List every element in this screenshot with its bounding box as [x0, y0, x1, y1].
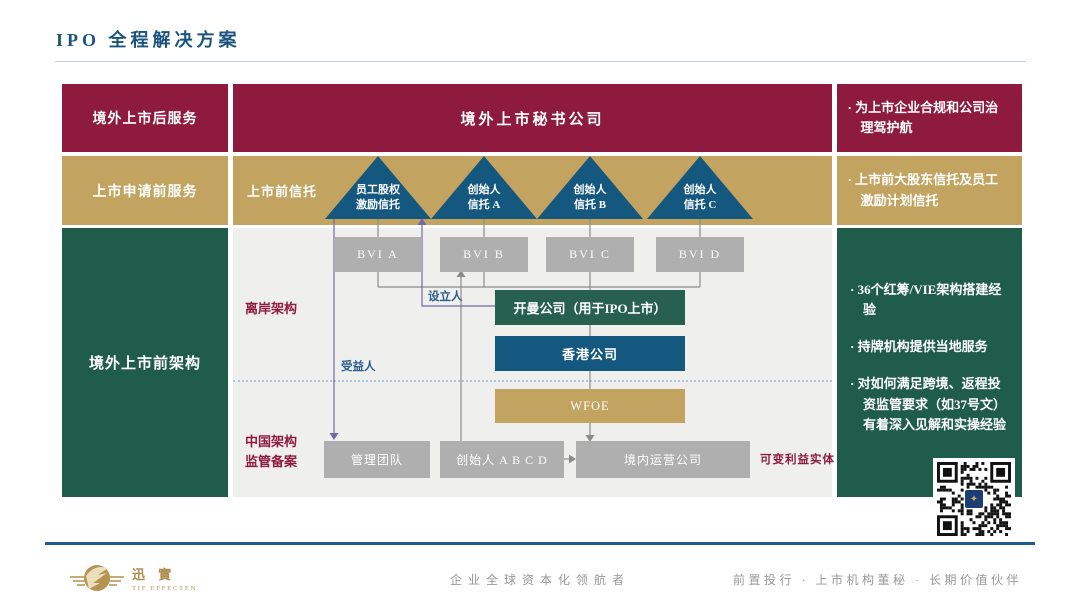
beneficiary-label: 受益人 [341, 361, 376, 373]
domestic-company-box: 境内运营公司 [576, 441, 750, 478]
notes-structure: · 36个红筹/VIE架构搭建经验 · 持牌机构提供当地服务 · 对如何满足跨境… [837, 228, 1022, 497]
secretary-banner-label: 境外上市秘书公司 [460, 111, 605, 128]
row-post-listing-services: 境外上市后服务 [62, 84, 228, 152]
note-post-listing: · 为上市企业合规和公司治理驾护航 [837, 84, 1022, 152]
bvi-b-box: BVI B [440, 237, 528, 272]
hongkong-box: 香港公司 [495, 336, 685, 371]
bvi-d-box: BVI D [656, 237, 744, 272]
china-filing-label: 中国架构 监管备案 [245, 432, 297, 471]
row-label: 上市申请前服务 [92, 184, 198, 200]
note-text: · 为上市企业合规和公司治理驾护航 [847, 99, 999, 135]
trust-band-label: 上市前信托 [247, 184, 318, 199]
triangle-label: 信托 C [683, 198, 717, 211]
row-pre-listing-structure: 境外上市前架构 [62, 228, 228, 497]
china-filing-line: 监管备案 [245, 453, 298, 469]
offshore-label: 离岸架构 [245, 301, 298, 316]
brand-name-cn: 迅 實 [132, 567, 177, 582]
triangle-label: 创始人 [573, 184, 607, 197]
triangle-label: 创始人 [683, 184, 717, 197]
note-item: · 36个红筹/VIE架构搭建经验 [850, 282, 1002, 318]
row-pre-application-services: 上市申请前服务 [62, 156, 228, 225]
cayman-box: 开曼公司（用于IPO上市） [495, 290, 685, 325]
brand-logo: 迅 實 TIF EFFECTEN [70, 560, 197, 596]
title-divider [55, 61, 1026, 62]
brand-name-en: TIF EFFECTEN [132, 585, 198, 592]
offshore-china-divider [233, 380, 832, 382]
triangle-label: 激励信托 [356, 198, 400, 211]
bvi-c-box: BVI C [546, 237, 634, 272]
triangle-label: 员工股权 [356, 184, 400, 197]
bvi-a-box: BVI A [334, 237, 422, 272]
note-text: · 上市前大股东信托及员工激励计划信托 [847, 172, 999, 208]
triangle-label: 信托 A [467, 198, 501, 211]
qr-center-logo: ✦ [964, 489, 984, 509]
note-pre-application: · 上市前大股东信托及员工激励计划信托 [837, 156, 1022, 225]
footer-divider [45, 542, 1035, 545]
page-title: IPO 全程解决方案 [56, 30, 241, 50]
triangle-label: 信托 B [573, 198, 607, 211]
note-item: · 持牌机构提供当地服务 [850, 339, 988, 355]
secretary-banner: 境外上市秘书公司 [233, 84, 832, 152]
slogan-center: 企业全球资本化领航者 [449, 573, 630, 587]
settlor-label: 设立人 [428, 291, 463, 303]
row-label: 境外上市后服务 [92, 112, 198, 127]
triangle-label: 创始人 [467, 184, 501, 197]
slogan-right: 前置投行 · 上市机构董秘 · 长期价值伙伴 [733, 573, 1022, 587]
vie-label: 可变利益实体 [760, 454, 835, 466]
management-box: 管理团队 [324, 441, 430, 478]
brand-emblem-icon [70, 565, 124, 591]
founders-box: 创始人 A B C D [440, 441, 564, 478]
note-item: · 对如何满足跨境、返程投资监管要求（如37号文）有着深入见解和实操经验 [850, 376, 1007, 432]
qr-code: ✦ [933, 458, 1015, 540]
china-filing-line: 中国架构 [245, 434, 298, 449]
row-label: 境外上市前架构 [88, 356, 201, 372]
wfoe-box: WFOE [495, 389, 685, 423]
